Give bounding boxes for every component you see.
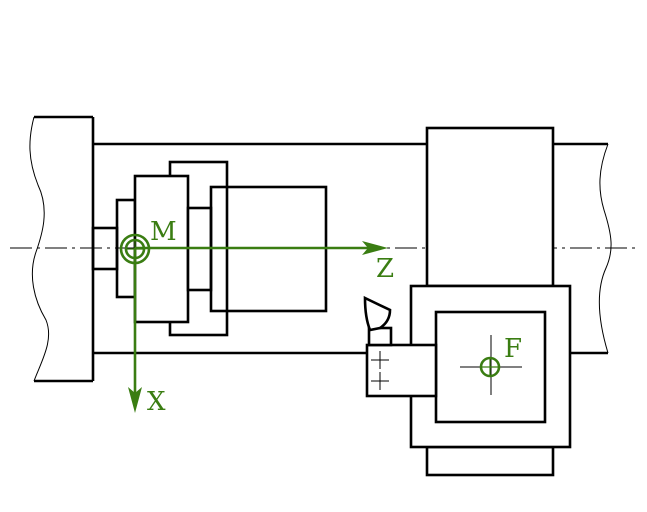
x-axis: [128, 248, 142, 413]
break-line-right: [599, 143, 612, 354]
cutting-insert: [363, 295, 392, 332]
bed-rails: [93, 142, 612, 355]
x-axis-arrowhead: [128, 387, 142, 413]
label-tool-reference: F: [504, 334, 522, 364]
z-axis-arrowhead: [362, 241, 388, 255]
break-line-left: [29, 116, 50, 382]
turret-assembly: [363, 126, 572, 477]
z-axis: [135, 241, 388, 255]
headstock-flange: [29, 115, 95, 383]
tool-holder: [365, 343, 438, 398]
label-axis-z: Z: [376, 254, 394, 284]
tool-reference-point: [460, 335, 522, 395]
label-axis-x: X: [147, 387, 166, 417]
label-machine-origin: M: [150, 217, 177, 247]
tailstock-upper-block: [425, 126, 555, 288]
tool-holder-screws: [371, 351, 389, 390]
turret-base: [425, 445, 555, 477]
machine-origin-point: [119, 233, 151, 265]
